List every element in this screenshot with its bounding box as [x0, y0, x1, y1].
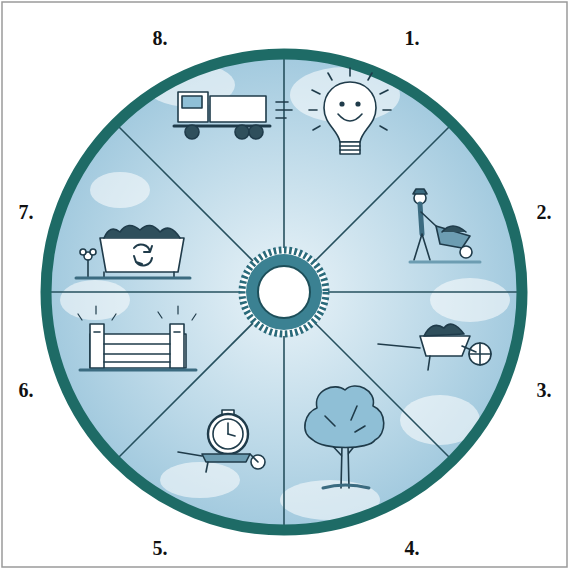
outer-ring — [46, 54, 522, 530]
clock-icon — [178, 410, 265, 472]
tree-icon — [305, 386, 384, 488]
sun-symbol — [240, 248, 328, 336]
callout-number: 7. — [19, 201, 34, 223]
truck-icon — [174, 92, 292, 139]
callout-number: 3. — [537, 379, 552, 401]
callout-number: 8. — [153, 27, 168, 49]
worker-icon — [410, 189, 480, 262]
wheelbarrow-icon — [378, 324, 491, 370]
disc — [50, 58, 518, 526]
callout-number: 5. — [153, 537, 168, 559]
callout-number: 6. — [19, 379, 34, 401]
lightbulb-icon — [309, 68, 391, 154]
callout-number: 1. — [405, 27, 420, 49]
callout-number: 4. — [405, 537, 420, 559]
recycling-container-icon — [76, 225, 190, 278]
callout-number: 2. — [537, 201, 552, 223]
sector-dividers — [51, 59, 517, 525]
building-icon — [78, 306, 196, 370]
